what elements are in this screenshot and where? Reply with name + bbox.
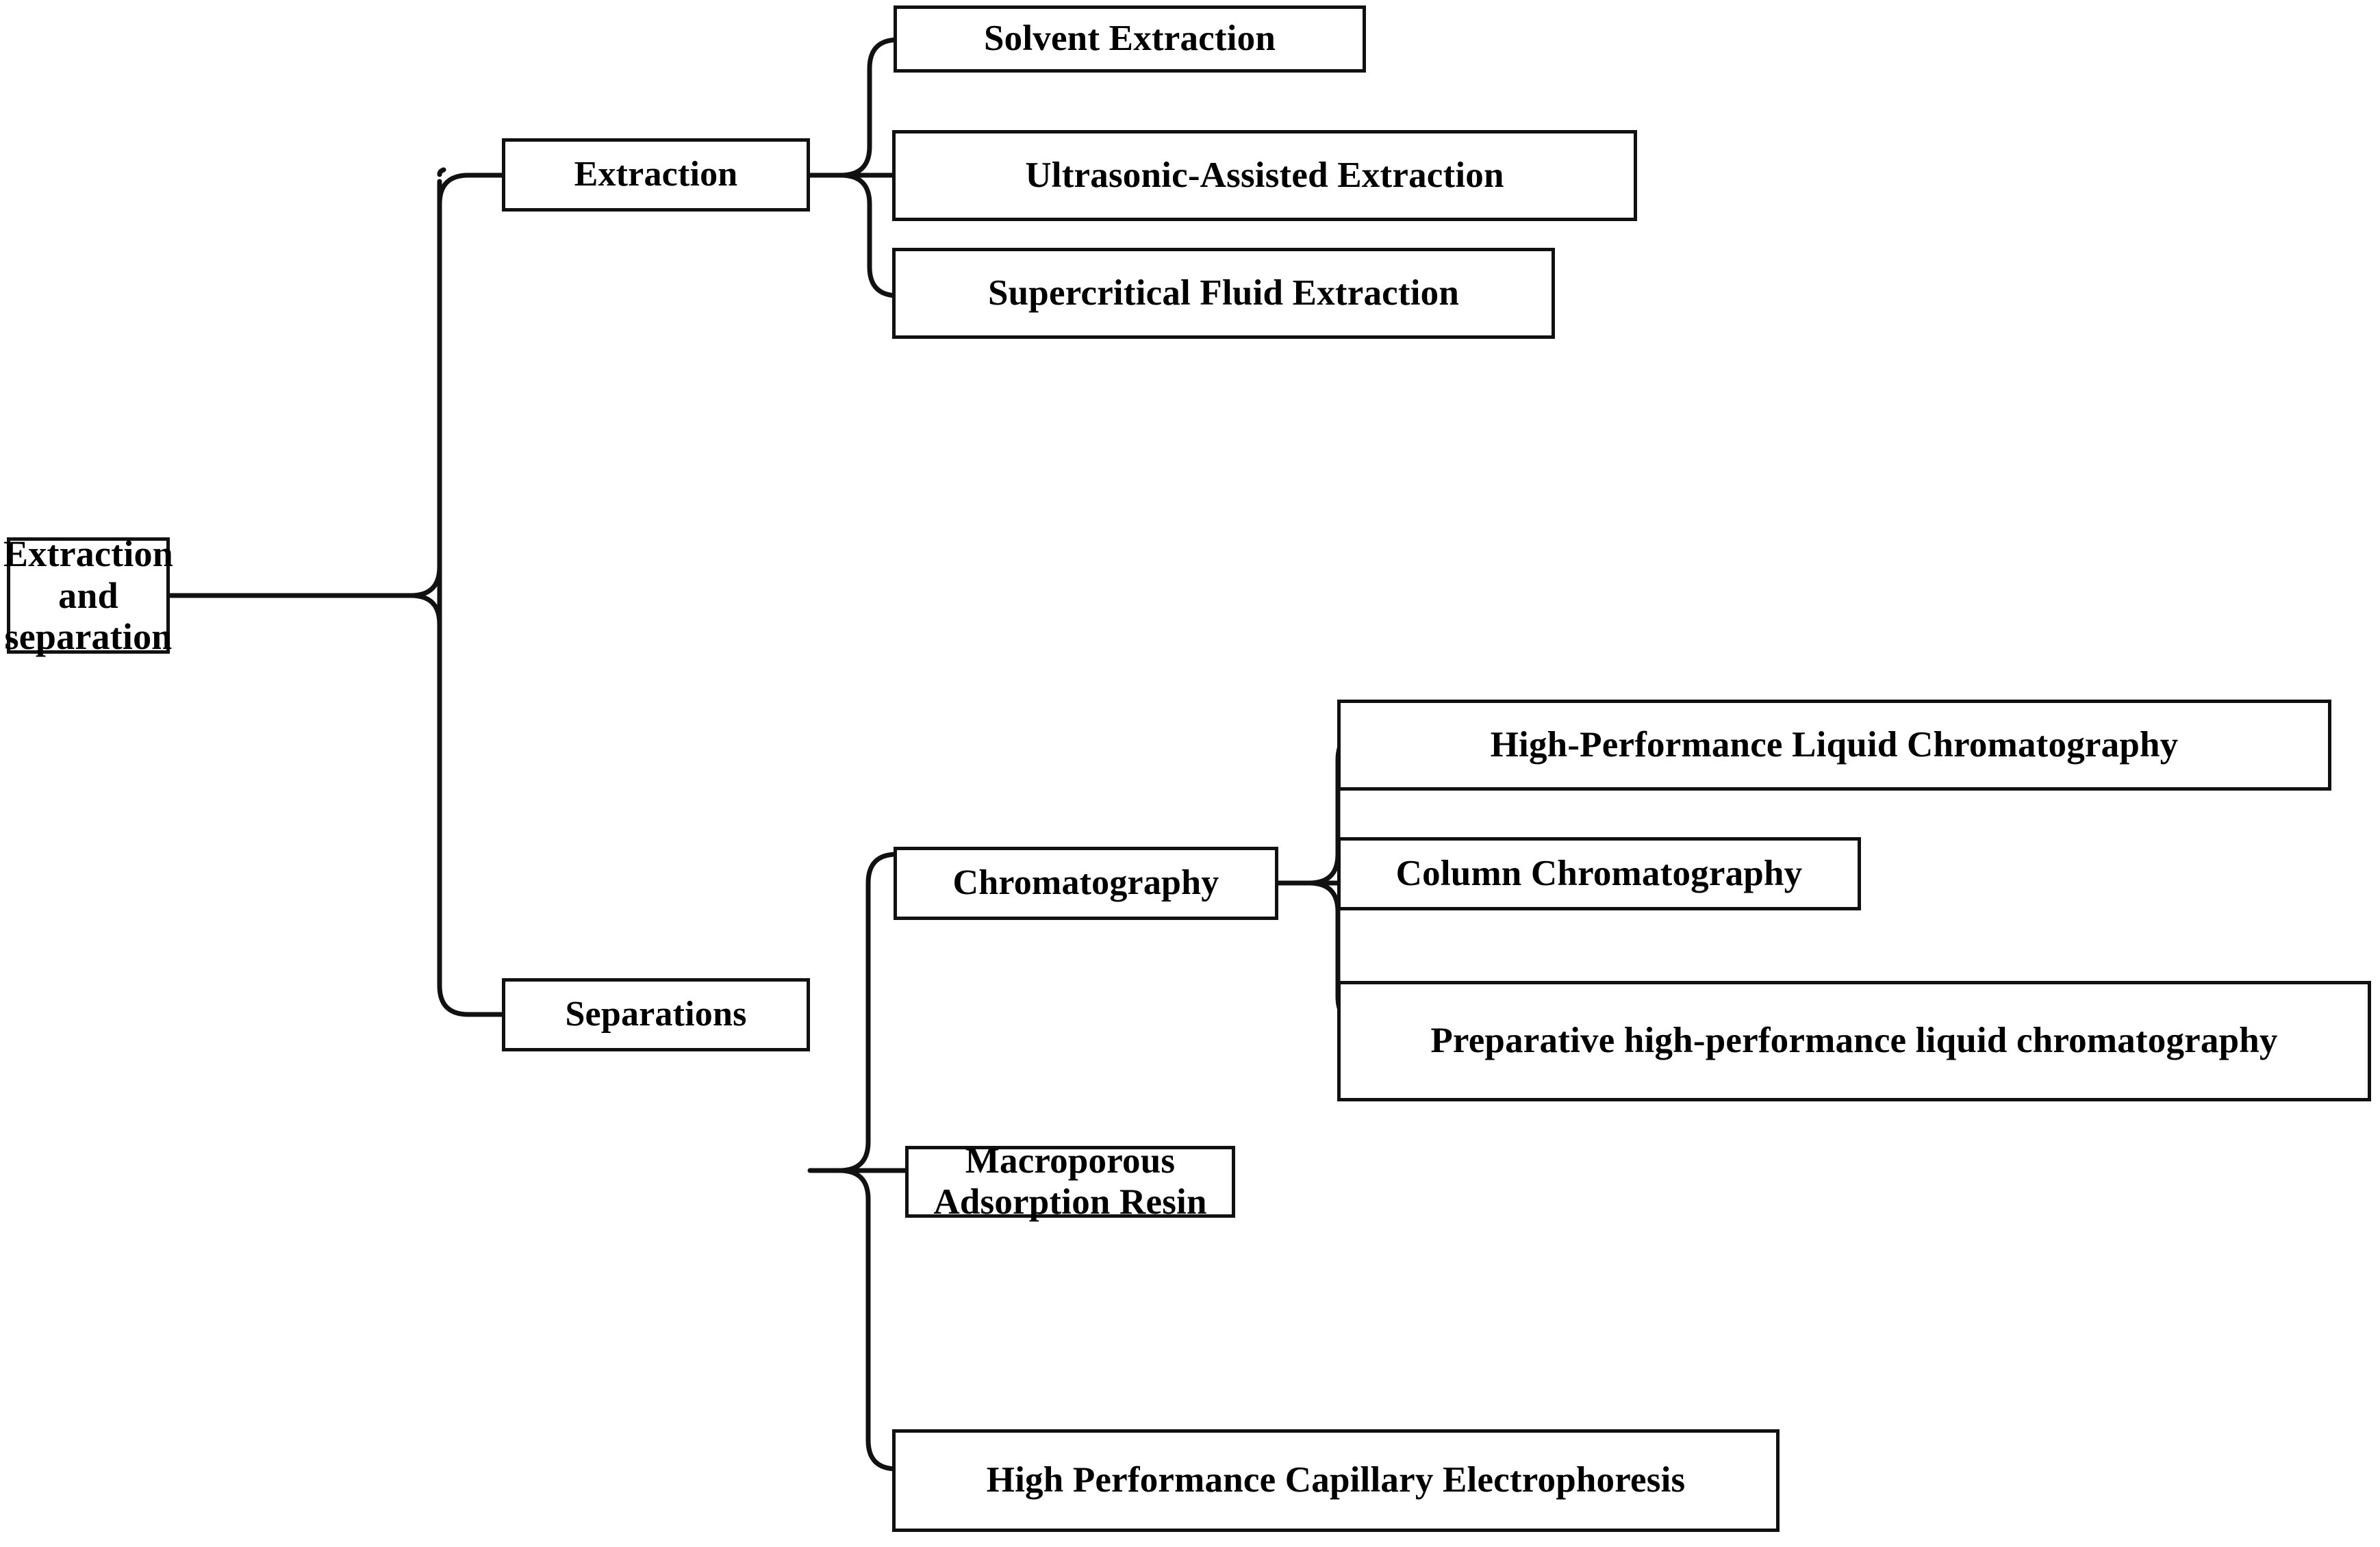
node-hplc[interactable]: High-Performance Liquid Chromatography [1337,700,2331,791]
node-separations-label: Separations [565,995,747,1034]
node-hplc-label: High-Performance Liquid Chromatography [1490,724,2179,765]
node-separations[interactable]: Separations [502,978,810,1051]
edge-separations-to-hpce [837,1168,900,1472]
trunk-root-lower [408,593,505,1017]
node-solvent-extraction[interactable]: Solvent Extraction [894,5,1366,73]
node-chromatography[interactable]: Chromatography [894,847,1278,920]
node-column-chromatography[interactable]: Column Chromatography [1337,837,1861,910]
node-hpce-label: High Performance Capillary Electrophores… [986,1460,1686,1500]
node-hpce[interactable]: High Performance Capillary Electrophores… [892,1429,1780,1532]
edge-separations-to-chromatography [837,852,900,1173]
node-chromatography-label: Chromatography [952,863,1219,903]
trunk-root-main [408,172,505,598]
edge-extraction-to-solvent [838,37,901,178]
node-macroporous-adsorption-resin[interactable]: Macroporous Adsorption Resin [905,1141,1235,1222]
node-supercritical-fluid-extraction-label: Supercritical Fluid Extraction [987,272,1460,313]
node-solvent-extraction-label: Solvent Extraction [983,18,1276,59]
node-column-chromatography-label: Column Chromatography [1395,853,1803,893]
node-macroporous-adsorption-resin-label: Macroporous Adsorption Resin [933,1141,1207,1222]
node-root[interactable]: Extraction and separation [3,533,173,657]
node-prep-hplc[interactable]: Preparative high-performance liquid chro… [1337,981,2371,1101]
node-prep-hplc-label: Preparative high-performance liquid chro… [1430,1021,2278,1061]
node-root-label: Extraction and separation [3,533,173,658]
node-ultrasonic-assisted-extraction-label: Ultrasonic-Assisted Extraction [1025,155,1504,195]
node-ultrasonic-assisted-extraction[interactable]: Ultrasonic-Assisted Extraction [892,130,1637,221]
node-supercritical-fluid-extraction[interactable]: Supercritical Fluid Extraction [892,248,1555,339]
node-extraction-label: Extraction [574,155,738,194]
edge-extraction-to-supercritical [838,172,901,298]
node-extraction[interactable]: Extraction [502,138,810,212]
